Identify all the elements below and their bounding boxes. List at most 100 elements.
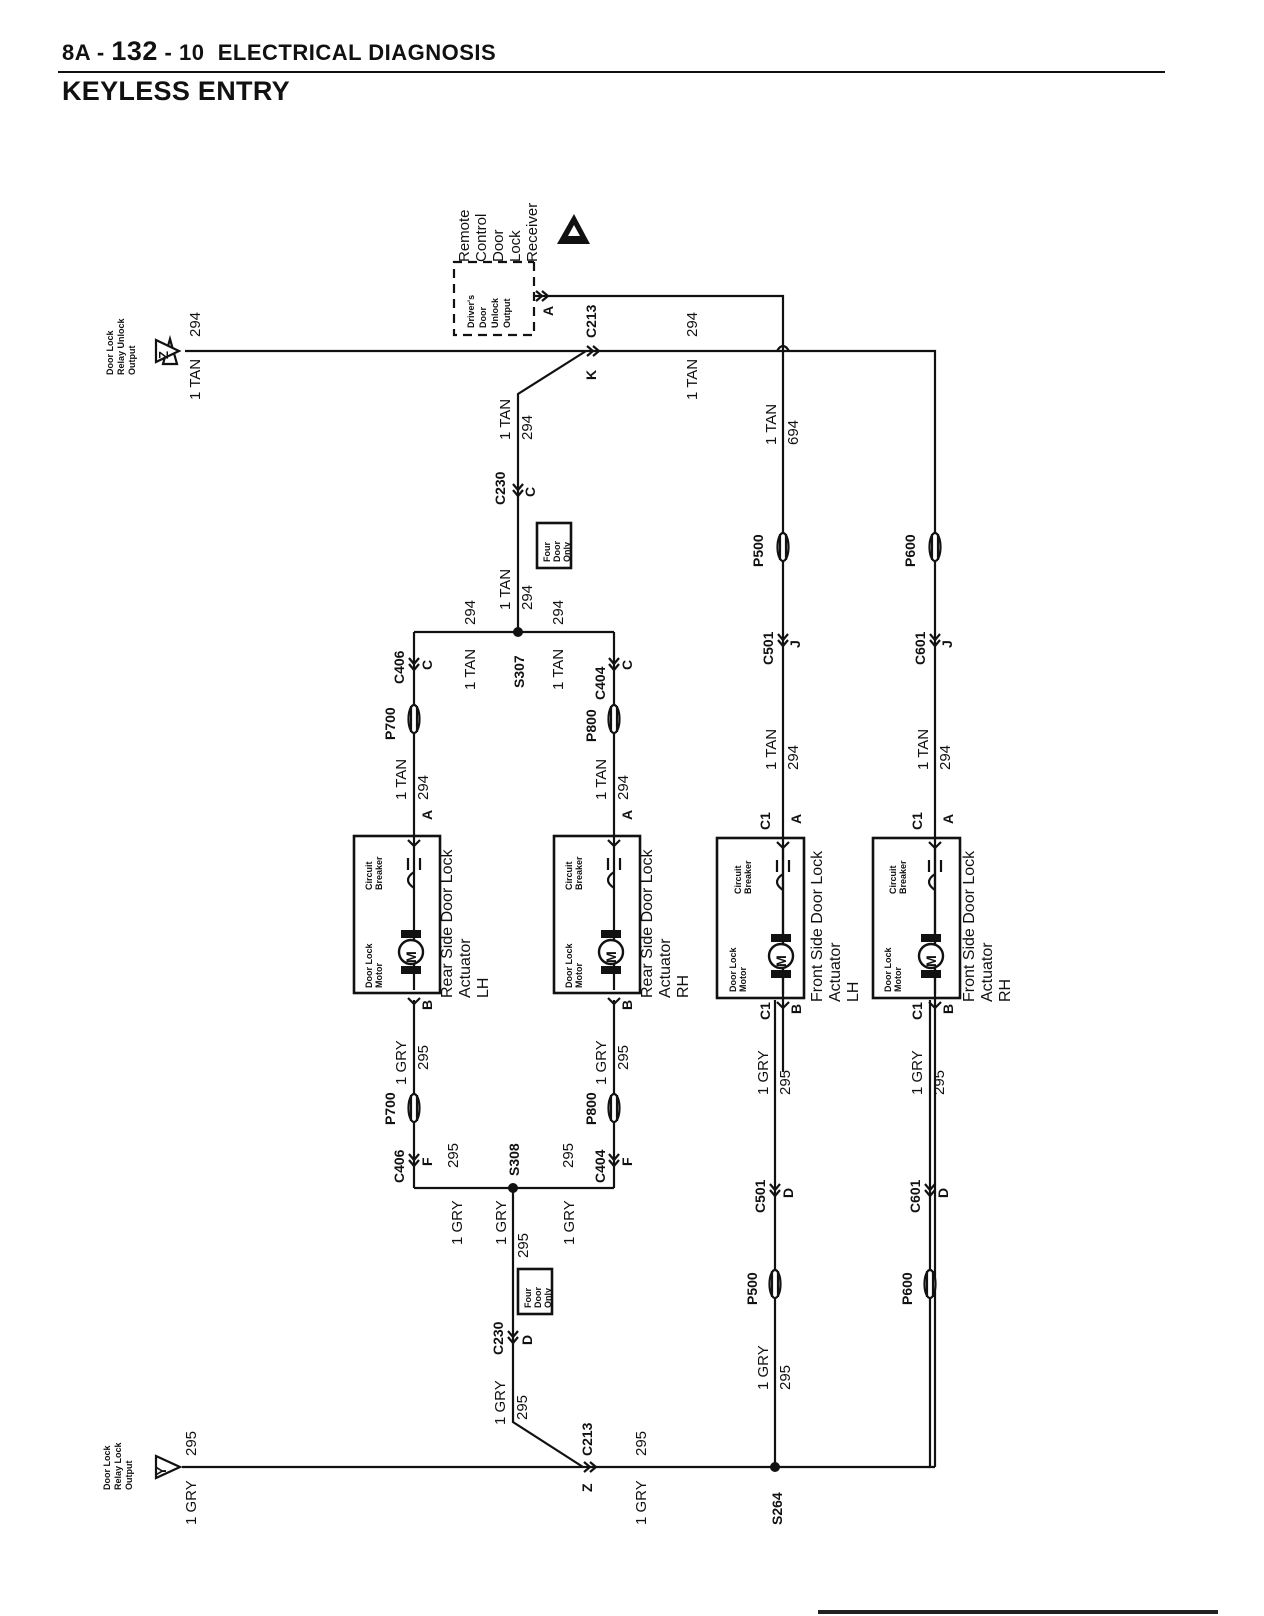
- svg-text:Door Lock: Door Lock: [564, 943, 574, 988]
- connector-c230-unlock: C230 C: [492, 471, 538, 505]
- svg-text:B: B: [419, 1000, 435, 1010]
- svg-text:Actuator: Actuator: [457, 938, 474, 998]
- svg-text:C1: C1: [757, 1002, 773, 1020]
- svg-text:C1: C1: [909, 812, 925, 830]
- svg-text:Actuator: Actuator: [827, 942, 844, 1002]
- splice-s264: [770, 1462, 780, 1472]
- connector-c601-lock: C601 D: [907, 1179, 951, 1213]
- svg-text:P600: P600: [899, 1272, 915, 1305]
- wire-label-295: 295: [615, 1045, 632, 1070]
- svg-text:P600: P600: [902, 534, 918, 567]
- wire-label-295: 295: [931, 1070, 948, 1095]
- svg-text:A: A: [788, 814, 804, 824]
- wire-label-295: 295: [183, 1431, 200, 1456]
- wire-label-tan: 1 TAN: [593, 759, 610, 800]
- wire-label-tan: 1 TAN: [684, 359, 701, 400]
- connector-c406-unlock: C406 C: [391, 650, 435, 684]
- wire-label-295: 295: [445, 1143, 462, 1168]
- unlock-output-terminal: Z Door Lock Relay Unlock Output: [105, 317, 182, 375]
- wire-label-gry: 1 GRY: [561, 1200, 578, 1245]
- svg-text:C601: C601: [912, 631, 928, 665]
- svg-text:Motor: Motor: [893, 967, 903, 992]
- footer-rule: [818, 1610, 1218, 1614]
- svg-text:Only: Only: [562, 542, 572, 562]
- svg-text:P500: P500: [750, 534, 766, 567]
- wire-label-294: 294: [785, 745, 802, 770]
- wire-label-tan: 1 TAN: [915, 729, 932, 770]
- splice-label-s308: S308: [506, 1143, 522, 1176]
- esd-warning-icon: [557, 214, 590, 244]
- splice-label-s307: S307: [511, 655, 527, 688]
- svg-text:Door Lock: Door Lock: [728, 947, 738, 992]
- connector-c601-unlock: C601 J: [912, 631, 955, 665]
- wire-label-294: 294: [415, 775, 432, 800]
- svg-text:Breaker: Breaker: [898, 860, 908, 894]
- svg-text:B: B: [940, 1004, 956, 1014]
- wire-label-295: 295: [415, 1045, 432, 1070]
- wire-label-tan: 1 TAN: [462, 649, 479, 690]
- svg-text:C404: C404: [592, 1149, 608, 1183]
- wire-label-gry: 1 GRY: [493, 1200, 510, 1245]
- wire-label-gry: 1 GRY: [909, 1050, 926, 1095]
- wire-label-gry: 1 GRY: [183, 1480, 200, 1525]
- svg-text:M: M: [603, 951, 619, 963]
- wire-label-294: 294: [519, 415, 536, 440]
- svg-text:C601: C601: [907, 1179, 923, 1213]
- connector-c404-unlock: C404 C: [592, 656, 635, 700]
- wire-label-tan: 1 TAN: [763, 404, 780, 445]
- svg-text:Remote: Remote: [456, 209, 473, 262]
- svg-text:C406: C406: [391, 650, 407, 684]
- svg-text:K: K: [583, 370, 599, 380]
- wire-label-295: 295: [633, 1431, 650, 1456]
- wire-label-294: 294: [684, 312, 701, 337]
- wire-label-gry: 1 GRY: [492, 1380, 509, 1425]
- wire-label-694: 694: [785, 420, 802, 445]
- svg-text:B: B: [619, 1000, 635, 1010]
- wire-label-295: 295: [514, 1395, 531, 1420]
- svg-text:C406: C406: [391, 1149, 407, 1183]
- svg-text:Actuator: Actuator: [979, 942, 996, 1002]
- svg-text:Front Side Door Lock: Front Side Door Lock: [961, 850, 978, 1002]
- svg-text:Breaker: Breaker: [574, 856, 584, 890]
- wire-label-295: 295: [777, 1070, 794, 1095]
- pass-through-p700-unlock: P700: [382, 703, 421, 740]
- wire-label-tan: 1 TAN: [550, 649, 567, 690]
- svg-text:C501: C501: [752, 1179, 768, 1213]
- svg-text:F: F: [619, 1157, 635, 1166]
- chapter-title: ELECTRICAL DIAGNOSIS: [217, 40, 497, 65]
- wire-label-294: 294: [937, 745, 954, 770]
- svg-text:A: A: [419, 810, 435, 820]
- svg-text:F: F: [419, 1157, 435, 1166]
- svg-text:Rear Side Door Lock: Rear Side Door Lock: [439, 848, 456, 998]
- splice-s308: [508, 1183, 518, 1193]
- pass-through-p500-unlock: P500: [750, 531, 790, 567]
- svg-text:P800: P800: [583, 1092, 599, 1125]
- wire-label-294: 294: [615, 775, 632, 800]
- wire-label-tan: 1 TAN: [187, 359, 204, 400]
- connector-c404-lock: C404 F: [592, 1149, 635, 1183]
- connector-c213-unlock: C213 K: [583, 304, 601, 380]
- svg-text:Motor: Motor: [738, 967, 748, 992]
- wire-295-c213-to-s308: [511, 1188, 584, 1468]
- wire-label-295: 295: [560, 1143, 577, 1168]
- wire-crossover-hop: [776, 344, 790, 352]
- header-rule: [58, 71, 1165, 73]
- svg-text:Lock: Lock: [507, 230, 524, 262]
- svg-text:LH: LH: [845, 982, 862, 1002]
- actuator-front-lh: M Door Lock Motor Circuit Breaker C1 A C…: [715, 812, 862, 1020]
- wire-label-gry: 1 GRY: [755, 1050, 772, 1095]
- four-door-only-note-lower: Four Door Only: [516, 1267, 554, 1316]
- pass-through-p800-lock: P800: [583, 1092, 621, 1125]
- svg-text:Front Side Door Lock: Front Side Door Lock: [809, 850, 826, 1002]
- pass-through-p800-unlock: P800: [583, 703, 621, 742]
- svg-text:Motor: Motor: [574, 963, 584, 988]
- actuator-rear-lh: M Door Lock Motor Circuit Breaker A B Re…: [352, 810, 492, 1010]
- svg-text:Four: Four: [542, 542, 552, 562]
- svg-text:P800: P800: [583, 709, 599, 742]
- wire-label-gry: 1 GRY: [393, 1040, 410, 1085]
- svg-text:Door: Door: [533, 1287, 543, 1308]
- svg-text:C230: C230: [492, 471, 508, 505]
- svg-text:Actuator: Actuator: [657, 938, 674, 998]
- svg-text:Door Lock: Door Lock: [102, 1445, 112, 1490]
